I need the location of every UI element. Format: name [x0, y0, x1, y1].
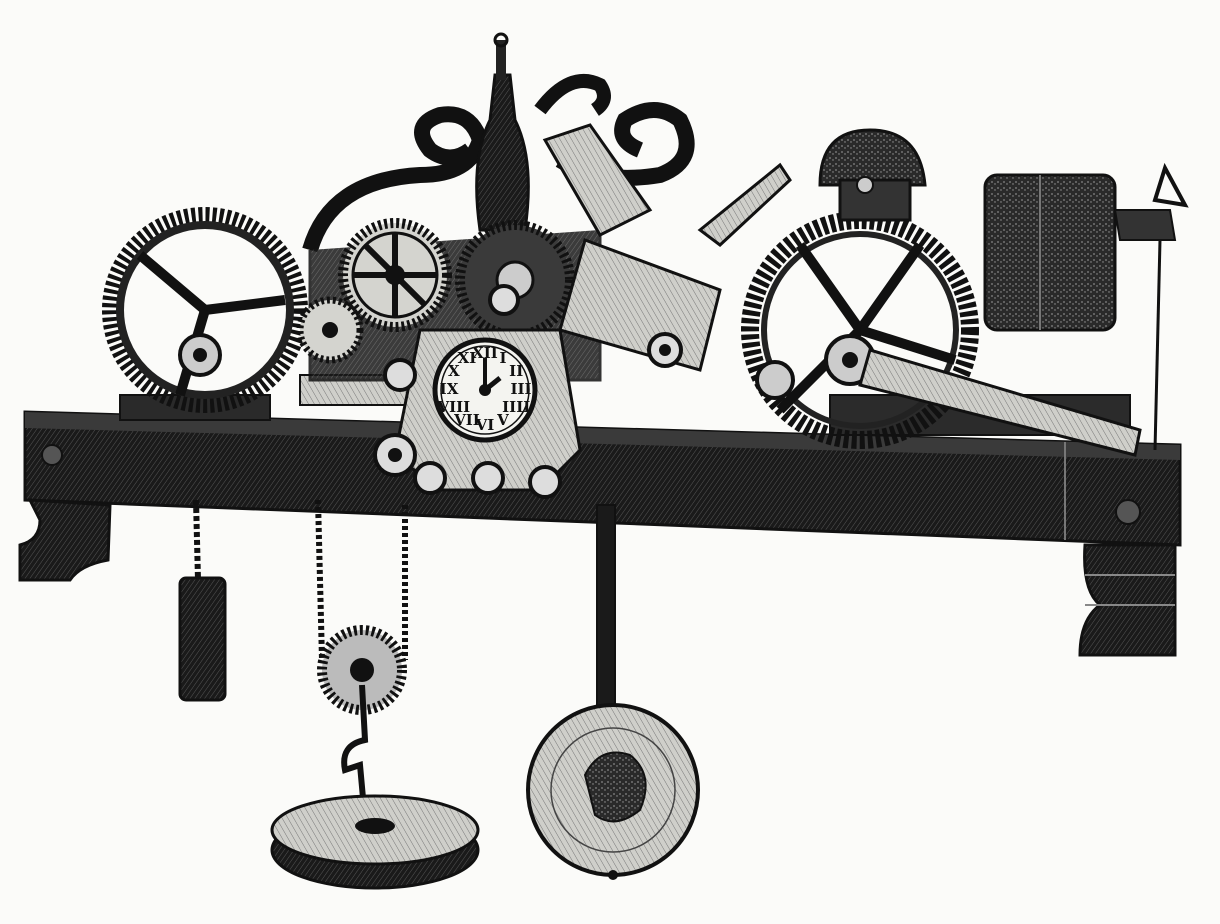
dial-numeral: XI [458, 349, 477, 367]
beam-top-blocks [119, 374, 1131, 436]
pulley-chains [315, 499, 408, 821]
left-foot [18, 498, 112, 582]
dial-numeral: V [496, 411, 509, 429]
dial-numeral: IIII [502, 398, 530, 416]
top-right-drum [818, 128, 927, 222]
dial-numeral: III [510, 380, 531, 398]
central-finial [475, 32, 530, 232]
dial-numeral: XII [472, 344, 498, 362]
dial-numeral: VII [453, 411, 480, 429]
pendulum [526, 504, 700, 880]
frame-beam [23, 410, 1182, 547]
right-diagonal-arm [858, 348, 1142, 457]
pendulum-bob-ornament [583, 751, 647, 823]
dial-numeral: I [499, 349, 506, 367]
center-gear [455, 220, 575, 340]
left-large-gear [102, 207, 308, 413]
right-large-gear [741, 211, 979, 449]
right-foot [1078, 543, 1177, 657]
dial-numeral: II [509, 362, 523, 380]
dial-numeral: VIII [436, 398, 470, 416]
lever-arm [542, 123, 792, 372]
dial-numeral: X [448, 362, 460, 380]
upper-middle-gear [338, 218, 452, 332]
small-left-gear [296, 296, 364, 364]
disc-weight [270, 794, 480, 890]
dial-numeral: IX [440, 380, 459, 398]
left-chain-weight [178, 499, 227, 702]
dial-numeral: VI [475, 416, 495, 434]
right-housing [983, 162, 1189, 451]
